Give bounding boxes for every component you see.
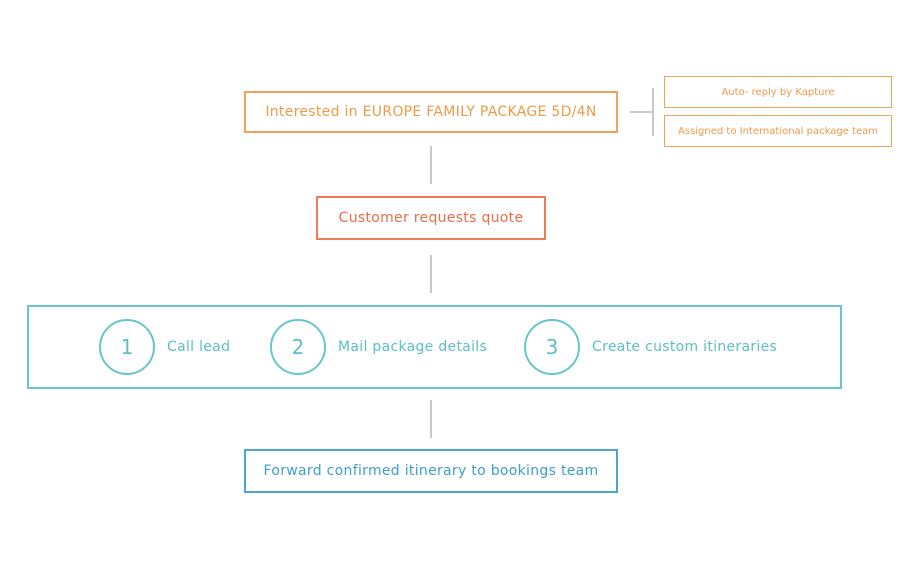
- step-2: 2 Mail package details: [270, 319, 487, 375]
- side-connector-horizontal: [630, 111, 652, 113]
- step-label: Mail package details: [338, 339, 488, 355]
- connector-line: [430, 146, 432, 184]
- side-note-assigned-team: Assigned to International package team: [664, 115, 892, 147]
- forward-node: Forward confirmed itinerary to bookings …: [244, 449, 618, 493]
- step-3: 3 Create custom itineraries: [524, 319, 777, 375]
- side-connector-vertical: [652, 88, 654, 136]
- interest-node: Interested in EUROPE FAMILY PACKAGE 5D/4…: [244, 91, 618, 133]
- connector-line: [430, 400, 432, 438]
- steps-container: [27, 305, 842, 389]
- step-1: 1 Call lead: [99, 319, 230, 375]
- forward-node-label: Forward confirmed itinerary to bookings …: [263, 463, 599, 479]
- step-number-circle: 2: [270, 319, 326, 375]
- step-label: Call lead: [167, 339, 231, 355]
- interest-node-label: Interested in EUROPE FAMILY PACKAGE 5D/4…: [265, 104, 597, 120]
- step-number-circle: 3: [524, 319, 580, 375]
- step-label: Create custom itineraries: [592, 339, 778, 355]
- quote-node: Customer requests quote: [316, 196, 546, 240]
- connector-line: [430, 255, 432, 293]
- side-note-label: Assigned to International package team: [678, 125, 878, 137]
- quote-node-label: Customer requests quote: [338, 210, 524, 226]
- step-number-circle: 1: [99, 319, 155, 375]
- side-note-label: Auto- reply by Kapture: [721, 86, 835, 98]
- side-note-auto-reply: Auto- reply by Kapture: [664, 76, 892, 108]
